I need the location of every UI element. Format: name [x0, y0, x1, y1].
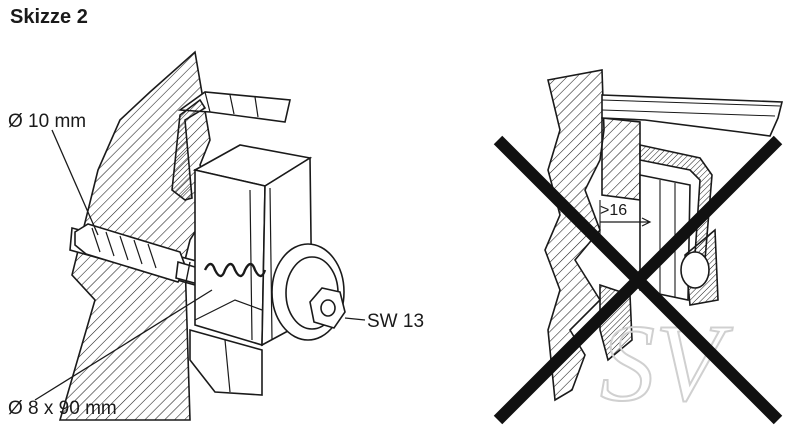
sketch-title: Skizze 2	[10, 6, 88, 28]
left-sketch	[34, 50, 366, 421]
leader-drill	[51, 129, 99, 236]
wall-section-right	[544, 69, 605, 402]
dimension-line	[600, 217, 652, 227]
leader-screw	[34, 289, 213, 401]
bracket-foot	[189, 328, 263, 396]
leader-wrench	[344, 317, 366, 321]
min-distance-label: >16	[600, 202, 628, 219]
top-rail	[177, 91, 291, 123]
screw-size-label: Ø 8 x 90 mm	[8, 398, 117, 419]
watermark-logo: SV	[600, 302, 733, 424]
spring	[203, 262, 267, 278]
bent-profile	[171, 98, 207, 201]
wrench-size-label: SW 13	[367, 311, 425, 332]
wrong-cross-icon	[493, 135, 783, 425]
bracket-front	[194, 168, 266, 347]
drill-diameter-label: Ø 10 mm	[8, 111, 87, 132]
side-panel	[601, 117, 641, 201]
